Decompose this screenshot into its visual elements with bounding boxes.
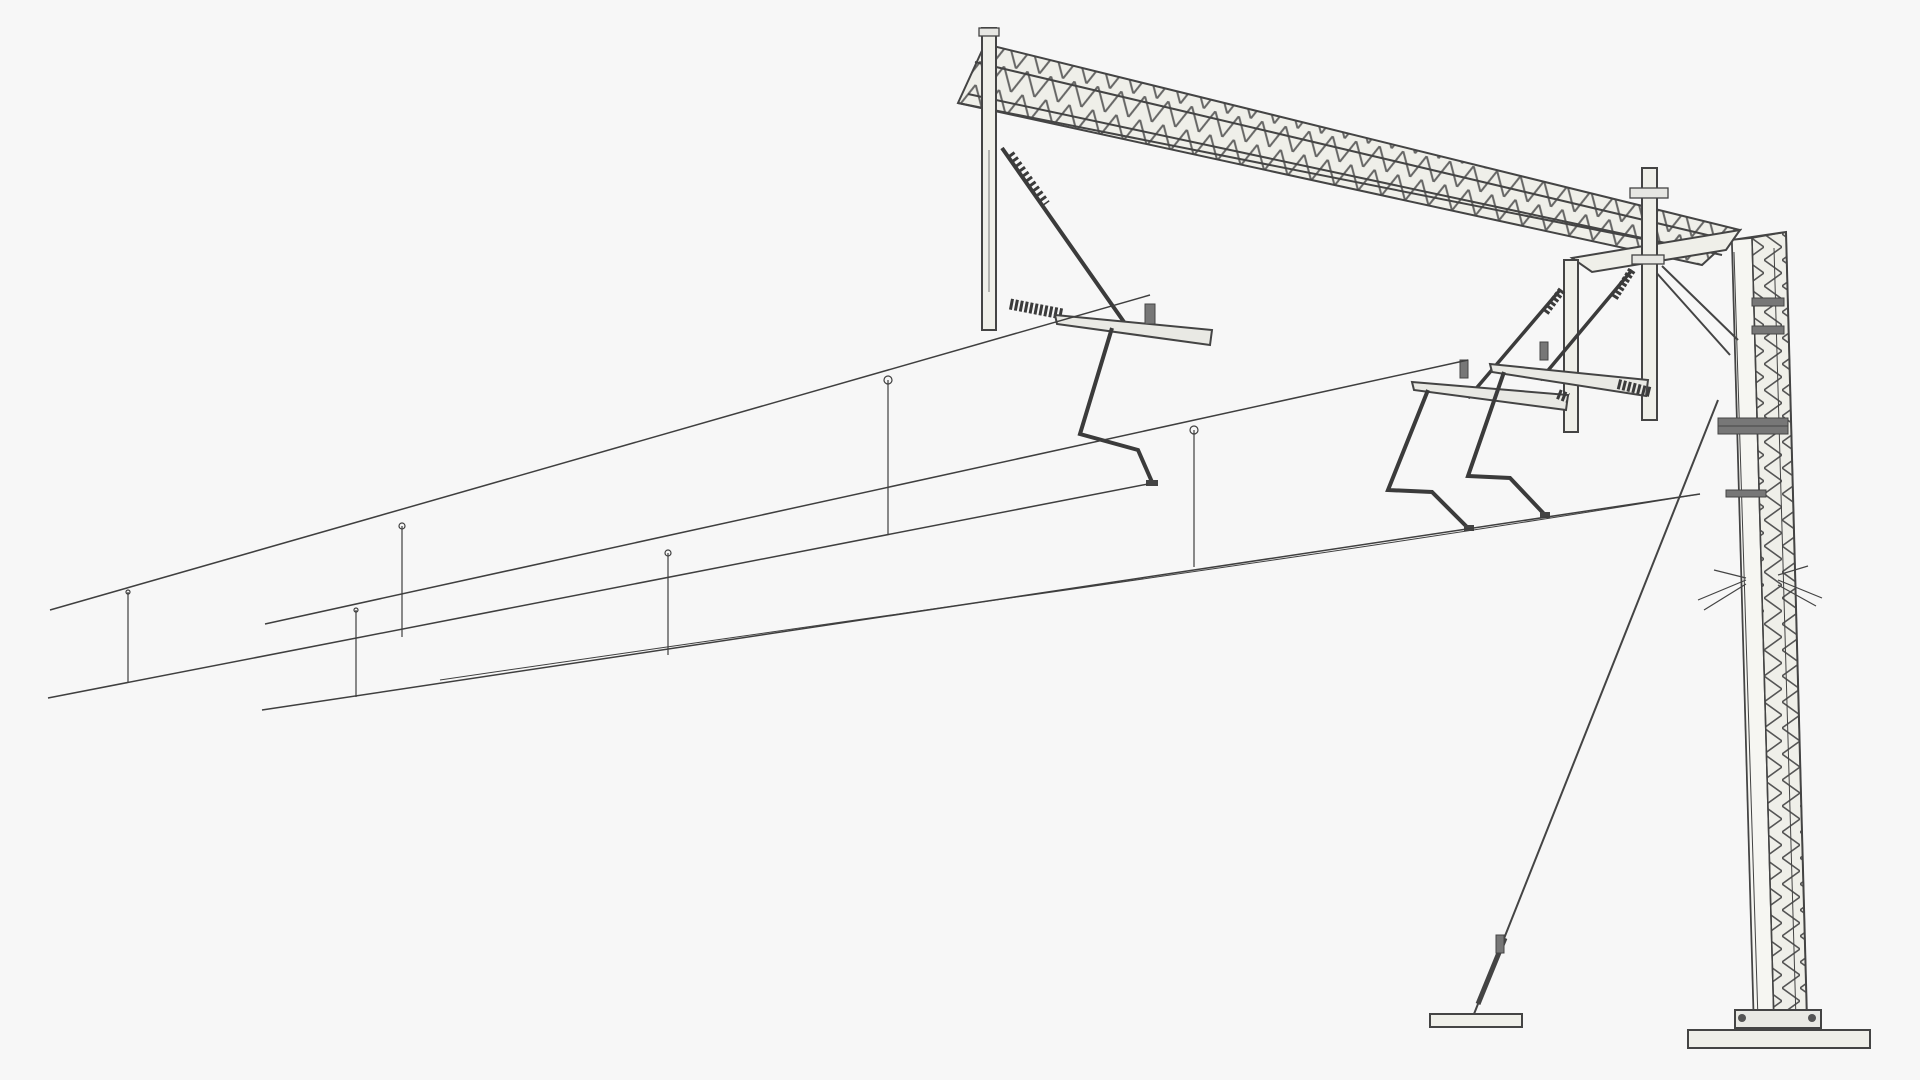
right-cantilevers (1385, 267, 1652, 531)
ground-plates (1429, 1013, 1871, 1049)
messenger-wire-2 (264, 359, 1469, 625)
mast-base-plate (1687, 1029, 1871, 1049)
left-hanging-post (978, 27, 1000, 331)
truss-boom (956, 42, 1743, 356)
right-hanging-posts (1563, 167, 1669, 433)
contact-wire-1 (47, 483, 1149, 699)
droppers (125, 375, 1199, 697)
main-mast (1697, 230, 1823, 1029)
messenger-wire-1 (49, 294, 1151, 611)
left-cantilever (1000, 146, 1214, 486)
guy-wire (1473, 399, 1719, 1015)
catenary-wires (47, 294, 1701, 711)
guy-anchor-plate (1429, 1013, 1523, 1028)
